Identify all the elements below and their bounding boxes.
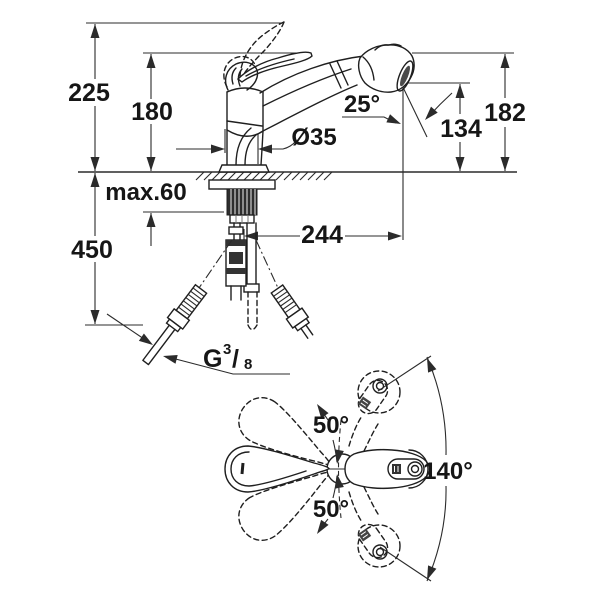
spout	[259, 55, 365, 132]
label-projection: 244	[301, 221, 343, 249]
plan-spray-slot	[387, 458, 425, 480]
label-total-height: 225	[68, 79, 110, 107]
check-valve	[225, 239, 247, 301]
thread-slash: /	[232, 345, 239, 373]
pullout-hose-dashed	[247, 291, 258, 331]
base-flange	[217, 164, 271, 173]
spout-rotated-down-dashed	[348, 486, 401, 568]
label-swing-down: 50°	[313, 496, 349, 523]
spout-rotated-up-dashed	[348, 370, 401, 452]
plan-spray-button	[392, 464, 401, 474]
left-hose-connector	[142, 283, 208, 366]
angle-arrowheads	[317, 358, 437, 580]
thread-g: G	[203, 345, 222, 373]
handle-knob	[224, 61, 259, 91]
under-counter-assembly	[142, 179, 314, 366]
label-thread-size: G 3 / 8	[203, 341, 252, 373]
label-swivel-range: 140°	[423, 458, 473, 485]
supply-tubes	[228, 222, 260, 293]
knob-shading	[231, 67, 243, 87]
spray-head	[357, 43, 415, 93]
thread-sup: 3	[223, 341, 231, 358]
label-swing-up: 50°	[313, 412, 349, 439]
plan-spray-ring	[407, 461, 423, 477]
shank-threads	[230, 189, 256, 215]
nut-marks	[235, 215, 249, 223]
plan-handle-inner	[230, 451, 307, 487]
label-base-diameter: Ø35	[291, 124, 336, 151]
label-max-thickness: max.60	[105, 179, 186, 206]
plan-handle	[224, 445, 330, 493]
handle-rotated-up-dashed	[238, 396, 332, 466]
plan-spray-ring-inner	[410, 464, 420, 474]
escutcheon-plate	[208, 179, 276, 190]
label-spray-angle: 25°	[344, 91, 380, 118]
handle-rotated-down-dashed	[238, 471, 331, 542]
faucet-plan-drawing	[224, 445, 431, 493]
faucet-body	[226, 87, 264, 166]
countertop-hatching	[195, 171, 333, 181]
plan-spray-end	[408, 449, 429, 489]
lever-crease	[245, 58, 295, 77]
handle-mark	[240, 462, 245, 475]
label-outlet-height: 134	[440, 115, 482, 143]
top-view: 50° 50° 140°	[224, 355, 473, 582]
hose-centerlines	[198, 239, 279, 289]
lever-raised-dashed	[223, 21, 285, 88]
lever-handle	[236, 51, 313, 83]
label-head-height: 182	[484, 99, 526, 127]
side-view: 225 180 max.60 450 244 Ø35 25° 134 182 G…	[68, 21, 526, 375]
thread-sub: 8	[244, 356, 252, 373]
threaded-shank	[226, 188, 258, 216]
label-handle-height: 180	[131, 98, 173, 126]
label-hose-length: 450	[71, 236, 113, 264]
side-view-arrowheads	[90, 24, 510, 364]
faucet-side-drawing	[217, 21, 415, 173]
right-hose-connector	[270, 284, 314, 339]
